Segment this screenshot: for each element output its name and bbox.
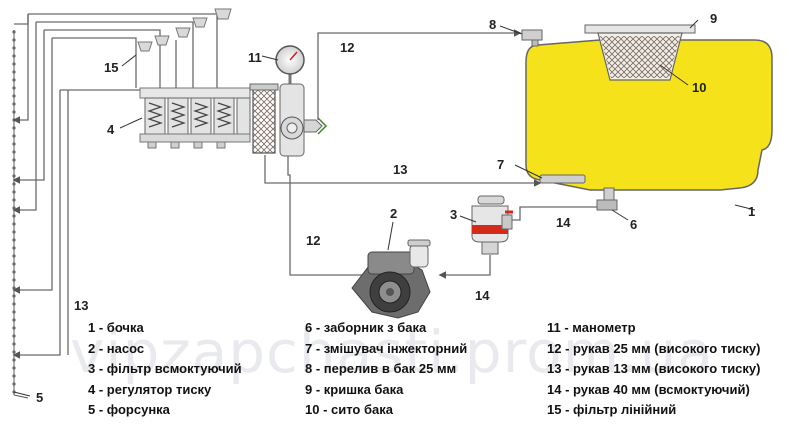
label-15: 15 [104, 60, 118, 75]
legend-column-2: 6 - заборник з бака 7 - змішувач інжекто… [305, 318, 467, 421]
boom-nozzles [12, 30, 29, 399]
pressure-regulator [139, 87, 251, 149]
label-10: 10 [692, 80, 706, 95]
tank-overflow-inlet [521, 29, 543, 47]
label-14a: 14 [556, 215, 571, 230]
tank-outlet [596, 187, 618, 211]
legend-item-10: 10 - сито бака [305, 402, 393, 417]
legend-item-3: 3 - фільтр всмоктуючий [88, 361, 242, 376]
line-filters [137, 8, 232, 52]
label-2: 2 [390, 206, 397, 221]
legend-item-13: 13 - рукав 13 мм (високого тиску) [547, 361, 761, 376]
legend-item-12: 12 - рукав 25 мм (високого тиску) [547, 340, 761, 356]
legend-item-5: 5 - форсунка [88, 402, 170, 417]
legend-column-3: 11 - манометр 12 - рукав 25 мм (високого… [547, 318, 760, 421]
manometer [275, 45, 305, 90]
legend-item-1: 1 - бочка [88, 320, 144, 335]
legend-item-9: 9 - кришка бака [305, 381, 404, 397]
label-12a: 12 [340, 40, 354, 55]
pipe-14-suction [438, 206, 600, 279]
callout-leaders [13, 19, 756, 397]
label-14b: 14 [475, 288, 490, 303]
legend-item-14: 14 - рукав 40 мм (всмоктуючий) [547, 381, 750, 397]
legend-item-4: 4 - регулятор тиску [88, 381, 212, 397]
label-5: 5 [36, 390, 43, 405]
label-1: 1 [748, 204, 755, 219]
injector-mixer [539, 174, 586, 184]
pump [351, 239, 431, 319]
legend-item-2: 2 - насос [88, 340, 145, 356]
main-filter [249, 83, 279, 154]
valve-body [279, 83, 328, 157]
label-12b: 12 [306, 233, 320, 248]
legend-item-11: 11 - манометр [547, 320, 636, 335]
legend-item-7: 7 - змішувач інжекторний [305, 340, 468, 356]
pipe-13-return [67, 90, 542, 355]
tank [525, 24, 773, 191]
legend-item-15: 15 - фільтр лінійний [547, 402, 677, 417]
label-6: 6 [630, 217, 637, 232]
label-3: 3 [450, 207, 457, 222]
label-8: 8 [489, 17, 496, 32]
legend-item-6: 6 - заборник з бака [305, 320, 427, 335]
label-13a: 13 [393, 162, 407, 177]
label-11: 11 [248, 50, 262, 65]
label-9: 9 [710, 11, 717, 26]
suction-filter [471, 195, 513, 255]
label-7: 7 [497, 157, 504, 172]
label-13b: 13 [74, 298, 88, 313]
label-4: 4 [107, 122, 115, 137]
legend-column-1: 1 - бочка 2 - насос 3 - фільтр всмоктуюч… [88, 318, 242, 421]
legend-item-8: 8 - перелив в бак 25 мм [305, 361, 457, 376]
